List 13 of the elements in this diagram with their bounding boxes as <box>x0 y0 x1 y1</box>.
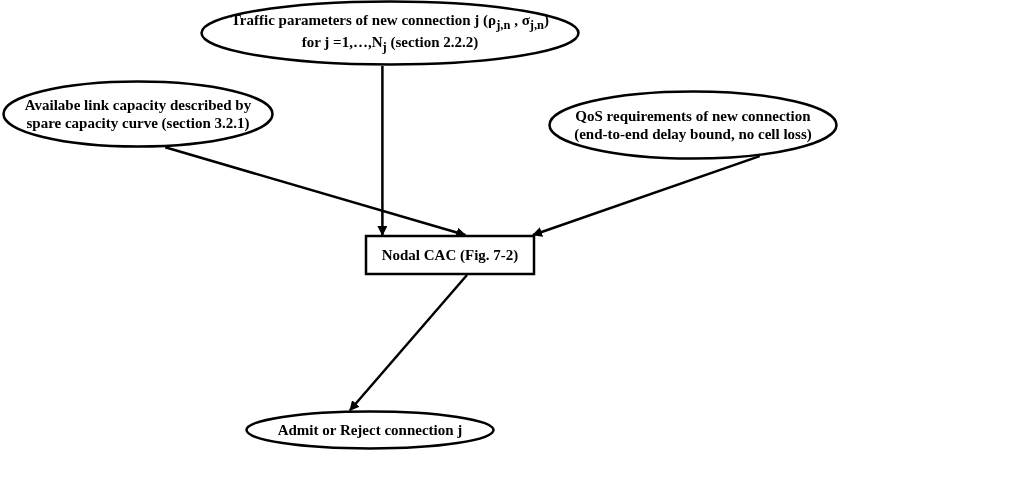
arrow <box>532 154 761 237</box>
arrow <box>349 274 468 412</box>
node-label: Availabe link capacity described by spare capacity curve (section 3.2.1) <box>23 96 253 132</box>
input-ellipse <box>245 410 495 450</box>
input-ellipse <box>2 80 274 148</box>
process-box <box>365 235 535 275</box>
node-label: Admit or Reject connection j <box>276 421 464 439</box>
node-label: QoS requirements of new connection (end-to-end delay bound, no cell loss) <box>573 107 813 143</box>
input-ellipse <box>548 90 838 160</box>
arrow <box>377 65 388 236</box>
node-label: Nodal CAC (Fig. 7-2) <box>380 246 520 264</box>
input-ellipse <box>200 0 580 66</box>
node-label: Traffic parameters of new connection j (ρ$_{j,n}$ , σ$_{j,n}$) for j =1,…,N$_{j}$ (section 2.2.2) <box>229 11 551 55</box>
